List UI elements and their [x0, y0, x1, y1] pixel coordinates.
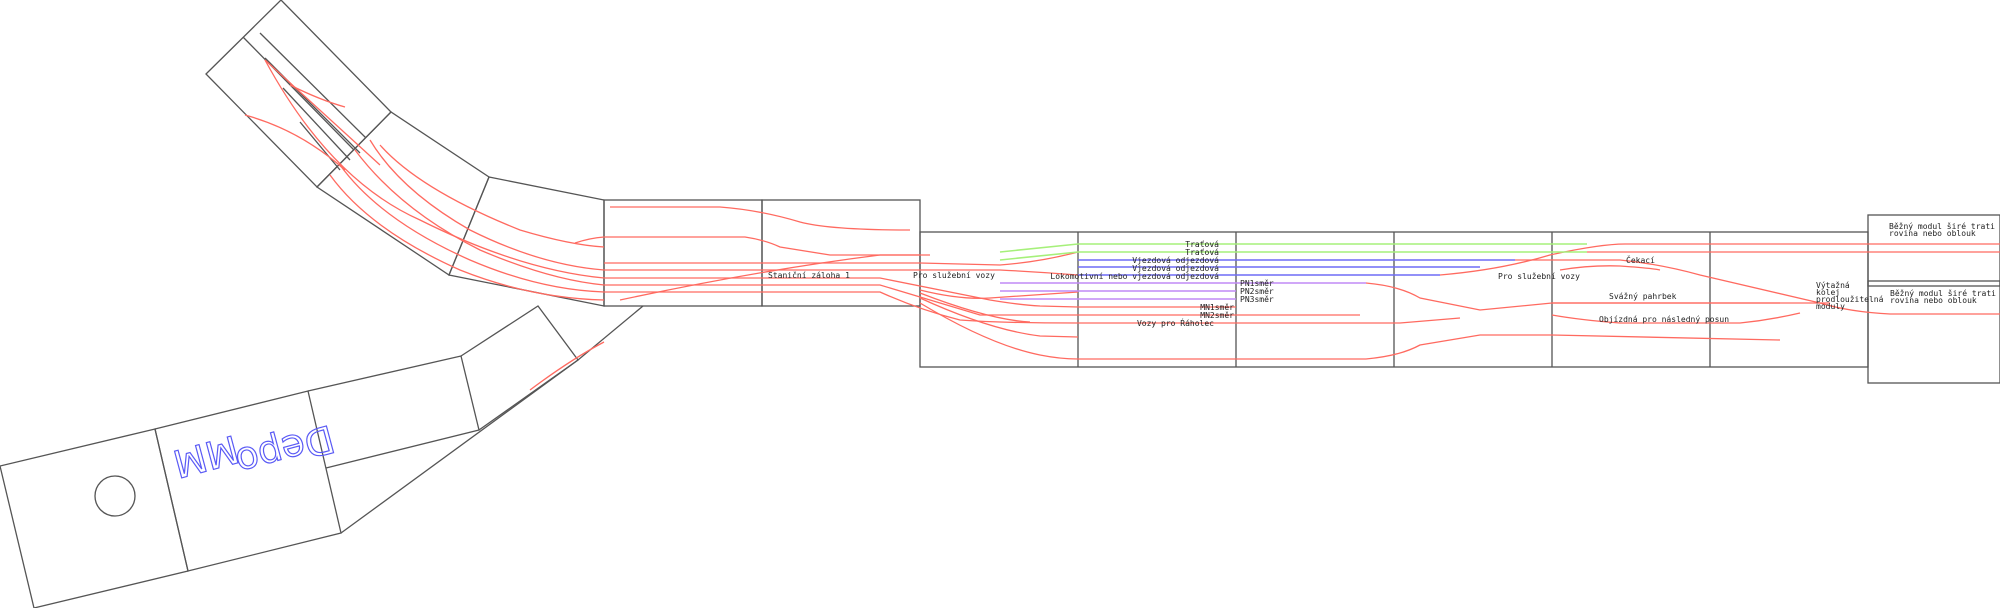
- track-labels: Staniční záloha 1 Pro služební vozy Trať…: [768, 221, 1996, 328]
- label-main-2: Traťová: [1185, 248, 1219, 257]
- track: [529, 341, 605, 391]
- track: [604, 251, 1079, 266]
- label-service-cars-2: Pro služební vozy: [1498, 272, 1580, 281]
- label-headshunt: prodloužitelná: [1816, 295, 1884, 304]
- station-module-1: [603, 199, 763, 307]
- track: [604, 291, 1079, 324]
- track: [604, 284, 1078, 316]
- label-headshunt: moduly: [1816, 302, 1845, 311]
- depot-module-edge: [340, 305, 644, 534]
- track: [379, 144, 605, 248]
- label-mn1: MN1směr: [1200, 303, 1234, 312]
- track: [619, 254, 930, 301]
- depot-track: [282, 87, 351, 161]
- depot-track: [259, 32, 367, 139]
- track: [1365, 334, 1781, 360]
- track: [1515, 259, 2000, 315]
- depot-module-3: [307, 355, 480, 469]
- line-module-2: [1867, 280, 2000, 384]
- label-mn2: MN2směr: [1200, 311, 1234, 320]
- label-hump: Svážný pahrbek: [1609, 292, 1677, 301]
- tracks: [244, 59, 2000, 391]
- label-pn3: PN3směr: [1240, 295, 1274, 304]
- line-module-1: [1867, 214, 2000, 287]
- turntable: [94, 475, 136, 517]
- depot-label-depo: Depo: [231, 416, 339, 484]
- track: [919, 289, 1079, 299]
- curve-divider: [242, 36, 355, 151]
- label-waiting: Čekací: [1626, 254, 1655, 265]
- label-cars-rasholec: Vozy pro Ŕáholec: [1137, 317, 1214, 328]
- track: [1236, 317, 1461, 324]
- main-track: [999, 251, 1079, 261]
- track: [339, 164, 605, 293]
- track: [919, 302, 1079, 360]
- track: [289, 84, 346, 108]
- track: [1439, 243, 2000, 276]
- main-track: [999, 243, 1079, 253]
- depot-module-4: [460, 305, 579, 431]
- label-loco-track: Lokomotivní nebo vjezdová odjezdová: [1050, 272, 1219, 281]
- label-arrival-2: Vjezdová odjezdová: [1132, 264, 1219, 273]
- depot-track: [299, 121, 341, 171]
- depot-module-1: [0, 428, 189, 608]
- label-pn1: PN1směr: [1240, 279, 1274, 288]
- track: [264, 59, 605, 279]
- track: [369, 139, 605, 271]
- track: [329, 174, 605, 301]
- label-line-module-2: Běžný modul širé trati: [1890, 288, 1996, 298]
- track: [1551, 312, 1801, 324]
- label-pn2: PN2směr: [1240, 287, 1274, 296]
- depot-label-mm: MM: [169, 426, 244, 485]
- track: [574, 236, 920, 256]
- track: [919, 292, 1031, 323]
- label-station-reserve: Staniční záloha 1: [768, 270, 850, 280]
- label-line-module-1: Běžný modul širé trati: [1889, 221, 1995, 231]
- track: [1559, 265, 1661, 271]
- label-bypass: Objízdná pro následný posun: [1599, 315, 1729, 324]
- track: [354, 149, 605, 286]
- label-service-cars: Pro služební vozy: [913, 271, 995, 280]
- label-headshunt: kolej: [1816, 288, 1840, 297]
- label-arrival-1: Vjezdová odjezdová: [1132, 256, 1219, 265]
- label-headshunt: Výtažná: [1816, 281, 1850, 290]
- label-line-module-2: rovina nebo oblouk: [1890, 296, 1977, 305]
- track: [919, 297, 1079, 338]
- label-line-module-1: rovina nebo oblouk: [1889, 229, 1976, 238]
- track: [244, 114, 346, 171]
- track: [604, 269, 1079, 276]
- track: [264, 59, 381, 166]
- label-main-1: Traťová: [1185, 240, 1219, 249]
- track: [610, 206, 911, 231]
- track: [1365, 282, 1780, 311]
- track: [604, 277, 1079, 308]
